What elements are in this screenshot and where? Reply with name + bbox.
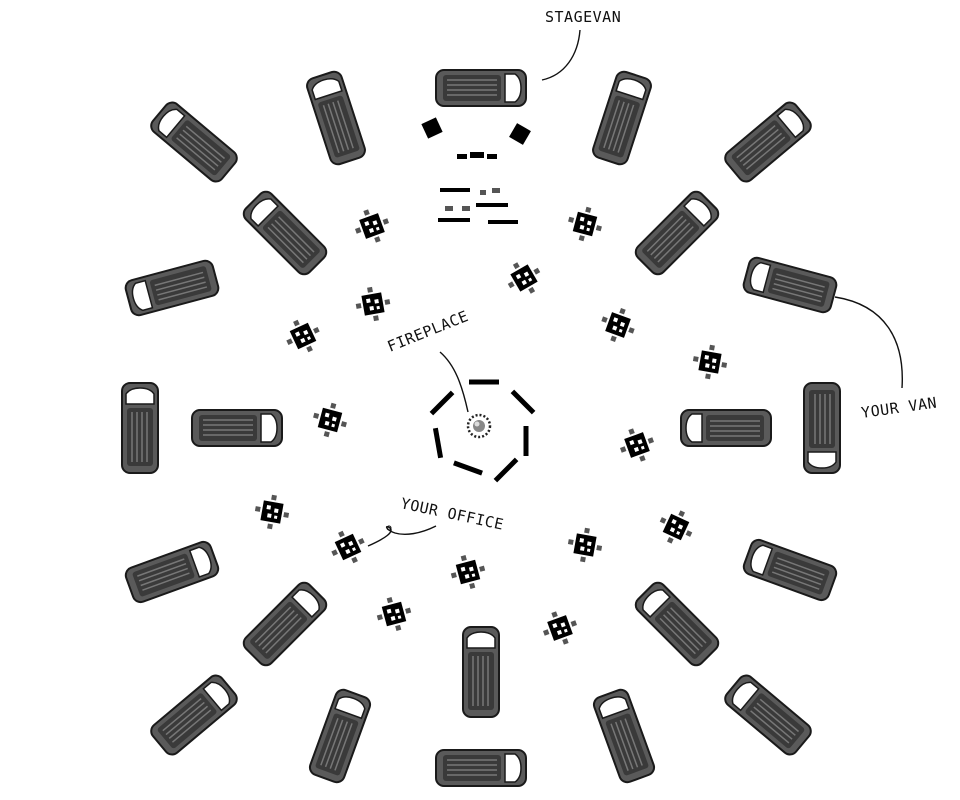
van-icon (680, 409, 772, 447)
your-office-pointer-dot (386, 525, 392, 531)
fire-log-icon (493, 457, 519, 483)
van-icon (239, 578, 331, 670)
stage-benches (438, 152, 518, 224)
fire-log-icon (429, 390, 455, 416)
van-icon (191, 409, 283, 447)
fire-log-icon (453, 460, 483, 476)
your-van-label: YOUR VAN (860, 394, 938, 422)
bench-icon (487, 154, 497, 159)
van-icon (122, 257, 222, 319)
table-icon (325, 524, 371, 570)
van-icon (720, 671, 816, 759)
van-icon (631, 187, 723, 279)
table-icon (564, 203, 606, 245)
bench-icon (480, 190, 486, 195)
table-icon (353, 284, 393, 324)
bench-icon (457, 154, 467, 159)
table-icon (252, 492, 292, 532)
van-icon (306, 686, 374, 786)
van-icon (803, 382, 841, 474)
van-icon (122, 538, 222, 606)
table-icon (596, 303, 640, 347)
speaker-icon (421, 117, 443, 139)
bench-icon (488, 220, 518, 224)
fire-log-icon (523, 426, 529, 456)
van-icon (435, 749, 527, 787)
table-icon (309, 399, 351, 441)
stagevan-label: STAGEVAN (545, 8, 621, 26)
van-icon (740, 536, 840, 604)
fireplace-label: FIREPLACE (385, 307, 471, 356)
bench-icon (470, 152, 484, 158)
fire-core (473, 420, 485, 432)
van-icon (462, 626, 500, 718)
van-icon (720, 98, 816, 186)
fire-icon (466, 413, 492, 439)
van-icon (590, 686, 658, 786)
table-icon (447, 551, 489, 593)
table-icon (538, 606, 582, 650)
your-van-leader-line (834, 296, 903, 389)
van-icon (146, 671, 242, 759)
bench-icon (476, 203, 508, 207)
stagevan-leader-line (541, 29, 581, 81)
bench-icon (492, 188, 500, 193)
speaker-icon (509, 123, 531, 145)
van-icon (631, 578, 723, 670)
fire-spark (474, 421, 480, 427)
van-icon (303, 68, 369, 168)
fireplace-leader-line (439, 351, 469, 413)
fireplace (429, 379, 536, 483)
your-office-leader-line (367, 525, 437, 547)
van-icon (121, 382, 159, 474)
your-office-label: YOUR OFFICE (399, 494, 505, 533)
van-icon (740, 254, 840, 316)
table-icon (350, 204, 394, 248)
fire-log-icon (510, 389, 536, 415)
van-icon (435, 69, 527, 107)
table-icon (500, 254, 548, 302)
fire-log-icon (432, 427, 444, 459)
table-icon (373, 593, 415, 635)
table-icon (280, 313, 326, 359)
van-icon (239, 187, 331, 279)
bench-icon (445, 206, 453, 211)
table-icon (565, 525, 605, 565)
table-icon (615, 423, 659, 467)
bench-icon (462, 206, 470, 211)
fire-log-icon (469, 379, 499, 385)
van-icon (589, 68, 655, 168)
table-icon (690, 342, 730, 382)
bench-icon (440, 188, 470, 192)
table-icon (653, 504, 699, 550)
bench-icon (438, 218, 470, 222)
van-icon (146, 98, 242, 186)
